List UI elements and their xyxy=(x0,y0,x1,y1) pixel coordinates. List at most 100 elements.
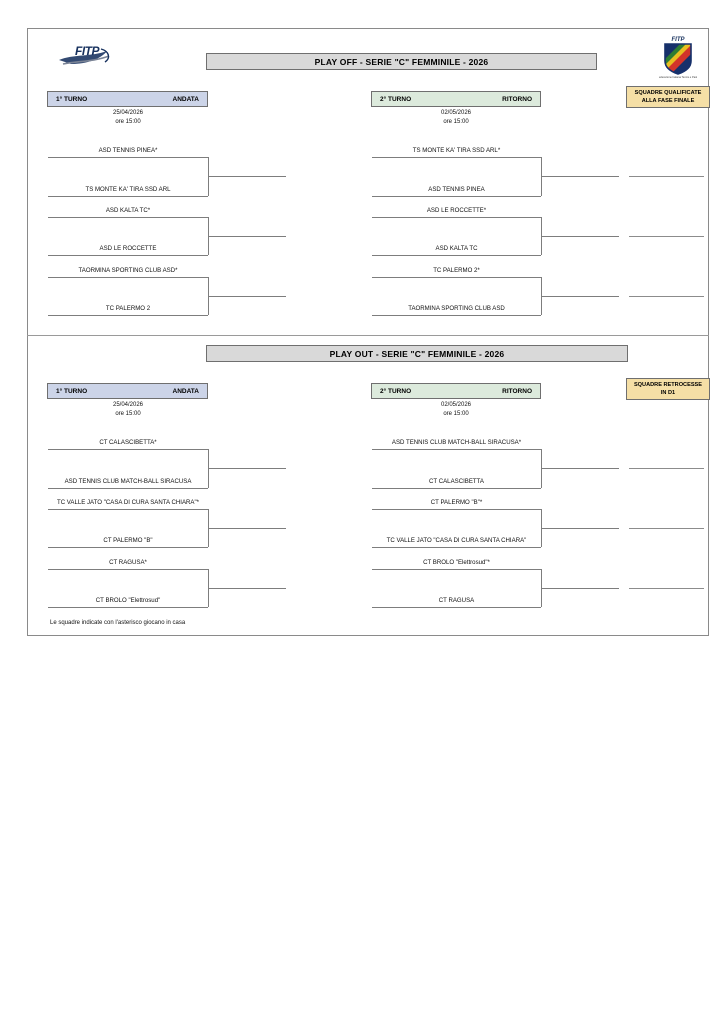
badge-line-2: IN D1 xyxy=(660,390,676,396)
bracket-winner-line xyxy=(208,176,286,177)
bracket-line xyxy=(372,255,541,256)
svg-text:FITP: FITP xyxy=(672,37,686,43)
round-label: 1° TURNO xyxy=(56,95,88,103)
badge-line-2: ALLA FASE FINALE xyxy=(641,98,695,104)
bracket-line xyxy=(48,488,208,489)
bracket-line xyxy=(372,315,541,316)
bracket-winner-line xyxy=(208,468,286,469)
date-text: 25/04/2026 xyxy=(112,110,144,116)
team-slot: CT PALERMO "B" xyxy=(103,537,153,544)
relegated-result-line xyxy=(629,588,704,589)
badge-line-1: SQUADRE RETROCESSE xyxy=(633,382,703,388)
bracket-line xyxy=(48,509,208,510)
page-title-play-out: PLAY OUT - SERIE "C" FEMMINILE - 2026 xyxy=(206,345,628,362)
team-slot: CT BROLO "Elettrosud"* xyxy=(423,559,490,566)
bracket-line xyxy=(372,196,541,197)
bracket-winner-line xyxy=(541,468,619,469)
time-text: ore 15:00 xyxy=(115,411,141,417)
fitp-wordmark-logo: FITP xyxy=(57,40,123,72)
bracket-line xyxy=(372,569,541,570)
team-slot: CT RAGUSA* xyxy=(109,559,147,566)
bracket-line xyxy=(372,217,541,218)
round-leg: RITORNO xyxy=(502,95,532,103)
bracket-line xyxy=(48,315,208,316)
round-label: 2° TURNO xyxy=(380,95,412,103)
page-title-play-off: PLAY OFF - SERIE "C" FEMMINILE - 2026 xyxy=(206,53,597,70)
bracket-line xyxy=(48,217,208,218)
team-slot: CT CALASCIBETTA* xyxy=(99,439,157,446)
round-leg: ANDATA xyxy=(172,95,199,103)
team-slot: TC VALLE JATO "CASA DI CURA SANTA CHIARA… xyxy=(386,537,527,544)
bracket-line xyxy=(48,196,208,197)
bracket-winner-line xyxy=(541,588,619,589)
team-slot: CT RAGUSA xyxy=(438,597,475,604)
status-badge-retrocesse: SQUADRE RETROCESSE IN D1 xyxy=(626,378,710,400)
round-date-playout-andata: 25/04/2026 ore 15:00 xyxy=(43,401,213,419)
bracket-winner-line xyxy=(541,236,619,237)
time-text: ore 15:00 xyxy=(115,119,141,125)
bracket-line xyxy=(372,607,541,608)
round-header-playoff-andata: 1° TURNO ANDATA xyxy=(47,91,208,107)
team-slot: ASD KALTA TC* xyxy=(105,207,151,214)
qualified-result-line xyxy=(629,236,704,237)
relegated-result-line xyxy=(629,468,704,469)
bracket-line xyxy=(48,157,208,158)
date-text: 25/04/2026 xyxy=(112,402,144,408)
round-header-playout-andata: 1° TURNO ANDATA xyxy=(47,383,208,399)
bracket-line xyxy=(48,449,208,450)
team-slot: ASD TENNIS CLUB MATCH-BALL SIRACUSA xyxy=(64,478,192,485)
svg-text:Federazione Italiana Tennis e: Federazione Italiana Tennis e Padel xyxy=(659,75,697,79)
team-slot: TC PALERMO 2* xyxy=(433,267,480,274)
relegated-result-line xyxy=(629,528,704,529)
bracket-line xyxy=(48,607,208,608)
team-slot: TC VALLE JATO "CASA DI CURA SANTA CHIARA… xyxy=(56,499,200,506)
fitp-shield-logo: FITP Federazione Italiana Tennis e Padel xyxy=(657,33,699,79)
sheet-frame xyxy=(27,28,709,636)
team-slot: ASD TENNIS PINEA xyxy=(428,186,485,193)
team-slot: TAORMINA SPORTING CLUB ASD* xyxy=(78,267,178,274)
bracket-line xyxy=(48,547,208,548)
bracket-winner-line xyxy=(208,528,286,529)
round-date-playoff-andata: 25/04/2026 ore 15:00 xyxy=(43,109,213,127)
bracket-line xyxy=(372,277,541,278)
team-slot: TC PALERMO 2 xyxy=(105,305,151,312)
bracket-line xyxy=(48,569,208,570)
bracket-winner-line xyxy=(541,176,619,177)
section-divider xyxy=(27,335,709,336)
round-header-playout-ritorno: 2° TURNO RITORNO xyxy=(371,383,541,399)
round-label: 1° TURNO xyxy=(56,387,88,395)
time-text: ore 15:00 xyxy=(443,119,469,125)
bracket-winner-line xyxy=(208,296,286,297)
bracket-winner-line xyxy=(541,528,619,529)
team-slot: CT PALERMO "B"* xyxy=(430,499,483,506)
bracket-line xyxy=(372,157,541,158)
date-text: 02/05/2026 xyxy=(440,110,472,116)
team-slot: ASD TENNIS PINEA* xyxy=(98,147,158,154)
bracket-line xyxy=(372,547,541,548)
team-slot: ASD LE ROCCETTE* xyxy=(426,207,487,214)
team-slot: ASD LE ROCCETTE xyxy=(99,245,157,252)
qualified-result-line xyxy=(629,176,704,177)
team-slot: TS MONTE KA' TIRA SSD ARL* xyxy=(412,147,501,154)
bracket-winner-line xyxy=(208,236,286,237)
team-slot: ASD TENNIS CLUB MATCH-BALL SIRACUSA* xyxy=(391,439,522,446)
badge-line-1: SQUADRE QUALIFICATE xyxy=(634,90,702,96)
date-text: 02/05/2026 xyxy=(440,402,472,408)
round-header-playoff-ritorno: 2° TURNO RITORNO xyxy=(371,91,541,107)
team-slot: ASD KALTA TC xyxy=(435,245,478,252)
qualified-result-line xyxy=(629,296,704,297)
round-label: 2° TURNO xyxy=(380,387,412,395)
bracket-winner-line xyxy=(541,296,619,297)
team-slot: CT CALASCIBETTA xyxy=(429,478,484,485)
status-badge-qualificate: SQUADRE QUALIFICATE ALLA FASE FINALE xyxy=(626,86,710,108)
time-text: ore 15:00 xyxy=(443,411,469,417)
footnote-asterisk: Le squadre indicate con l'asterisco gioc… xyxy=(50,620,186,626)
round-date-playoff-ritorno: 02/05/2026 ore 15:00 xyxy=(371,109,541,127)
team-slot: CT BROLO "Elettrosud" xyxy=(95,597,161,604)
round-date-playout-ritorno: 02/05/2026 ore 15:00 xyxy=(371,401,541,419)
bracket-line xyxy=(48,277,208,278)
bracket-line xyxy=(372,449,541,450)
team-slot: TS MONTE KA' TIRA SSD ARL xyxy=(85,186,171,193)
bracket-line xyxy=(372,509,541,510)
